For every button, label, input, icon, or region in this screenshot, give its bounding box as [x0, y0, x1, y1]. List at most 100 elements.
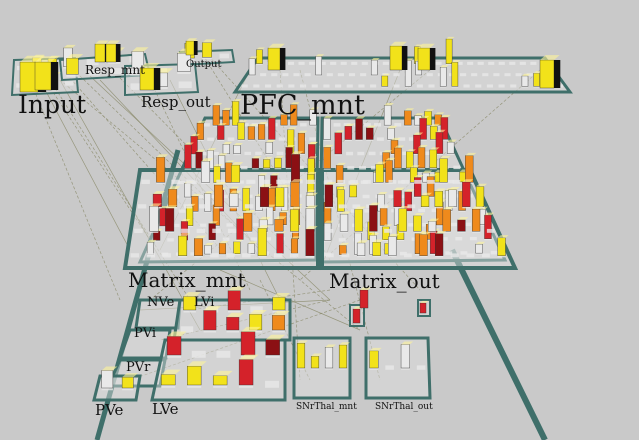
unit-bar — [190, 136, 198, 155]
unit-bar-top — [451, 60, 461, 63]
layer-label-nve[interactable]: NVe — [147, 295, 175, 310]
unit-bar — [393, 190, 402, 207]
unit-bar — [225, 162, 233, 183]
unit-bar-top — [521, 73, 531, 76]
unit-bar-top — [429, 147, 440, 150]
unit-cell — [482, 253, 490, 258]
unit-bar — [370, 59, 378, 76]
unit-bar — [156, 157, 166, 183]
unit-cell — [403, 253, 412, 258]
unit-bar-top — [274, 216, 287, 220]
unit-bar-top — [187, 361, 207, 367]
unit-bar — [338, 344, 348, 369]
unit-cell — [237, 180, 244, 184]
unit-bar — [434, 114, 442, 126]
unit-cell — [399, 251, 407, 256]
unit-bar-top — [260, 184, 273, 188]
unit-bar-top — [344, 123, 355, 127]
unit-bar-top — [274, 155, 284, 159]
unit-cell — [379, 204, 388, 209]
unit-bar — [334, 132, 343, 155]
unit-cell — [363, 123, 371, 127]
unit-bar — [233, 145, 241, 155]
unit-cell — [306, 179, 315, 184]
unit-bar — [442, 209, 451, 232]
unit-bar — [194, 238, 203, 256]
unit-cell — [178, 209, 186, 213]
unit-bar-top — [418, 145, 428, 148]
unit-cell — [469, 236, 477, 241]
unit-bar-top — [472, 206, 484, 210]
unit-bar-top — [66, 54, 84, 59]
layer-label-matrix-mnt[interactable]: Matrix_mnt — [128, 268, 246, 292]
unit-bar — [419, 302, 427, 314]
unit-bar-top — [394, 145, 405, 148]
unit-bar — [344, 125, 353, 140]
unit-bar-top — [360, 287, 372, 290]
unit-cell — [207, 137, 214, 141]
layer-label-matrix-out[interactable]: Matrix_out — [329, 269, 440, 293]
layer-label-pvr[interactable]: PVr — [126, 360, 151, 375]
unit-bar-top — [419, 115, 430, 119]
unit-bar — [212, 105, 220, 126]
layer-label-output[interactable]: Output — [186, 59, 222, 70]
unit-cell — [212, 228, 221, 233]
unit-bar-top — [404, 189, 415, 192]
unit-bar-top — [410, 165, 420, 168]
unit-bar-top — [147, 239, 157, 243]
unit-bar — [229, 193, 239, 207]
layer-label-snthal-out[interactable]: SNrThal_out — [375, 402, 433, 412]
unit-bar-top — [191, 193, 201, 197]
unit-cell — [242, 253, 251, 258]
unit-bar — [268, 117, 276, 140]
unit-cell — [226, 253, 235, 258]
floor-rail-left — [94, 149, 181, 440]
unit-bar — [381, 75, 389, 87]
layer-label-lve[interactable]: LVe — [152, 400, 179, 418]
unit-bar-top — [475, 241, 486, 245]
unit-cell — [276, 84, 283, 88]
unit-bar-top — [184, 142, 194, 145]
unit-bar-top — [414, 175, 424, 178]
projection-line — [39, 79, 131, 251]
layer-label-snthal-mnt[interactable]: SNrThal_mnt — [296, 402, 357, 412]
unit-bar-top — [156, 154, 169, 158]
layer-label-resp-out[interactable]: Resp_out — [141, 93, 211, 111]
unit-bar-side — [554, 60, 561, 88]
unit-bar — [66, 58, 79, 75]
unit-bar — [451, 62, 459, 87]
unit-cell — [130, 83, 144, 90]
layer-label-input[interactable]: Input — [18, 90, 87, 119]
unit-bar-top — [413, 213, 425, 216]
unit-cell — [241, 84, 248, 88]
layer-label-pvi[interactable]: PVi — [134, 326, 157, 341]
unit-cell — [134, 228, 143, 233]
unit-cell — [110, 68, 122, 75]
unit-bar-top — [323, 115, 334, 119]
unit-bar-top — [439, 155, 451, 159]
layer-label-pve[interactable]: PVe — [95, 401, 124, 419]
unit-bar — [185, 40, 195, 56]
unit-bar-top — [382, 224, 393, 227]
unit-bar — [305, 195, 315, 207]
unit-bar — [375, 164, 384, 183]
unit-bar-top — [222, 141, 233, 145]
unit-bar-top — [307, 156, 318, 159]
layer-label-lvi[interactable]: LVi — [194, 295, 215, 310]
unit-bar — [290, 238, 299, 254]
unit-cell — [326, 73, 333, 77]
unit-cell — [493, 73, 500, 77]
unit-bar — [533, 73, 540, 87]
unit-cell — [361, 61, 368, 65]
unit-cell — [289, 253, 299, 258]
unit-bar — [290, 181, 300, 207]
unit-bar-top — [242, 185, 253, 189]
unit-bar-top — [325, 344, 336, 348]
layer-label-pfc-mnt[interactable]: PFC_mnt — [240, 90, 365, 121]
layer-label-resp-mnt[interactable]: Resp_mnt — [85, 63, 145, 77]
unit-cell — [278, 137, 286, 141]
unit-bar — [475, 186, 485, 207]
unit-bar — [475, 243, 483, 254]
unit-bar — [355, 118, 363, 140]
